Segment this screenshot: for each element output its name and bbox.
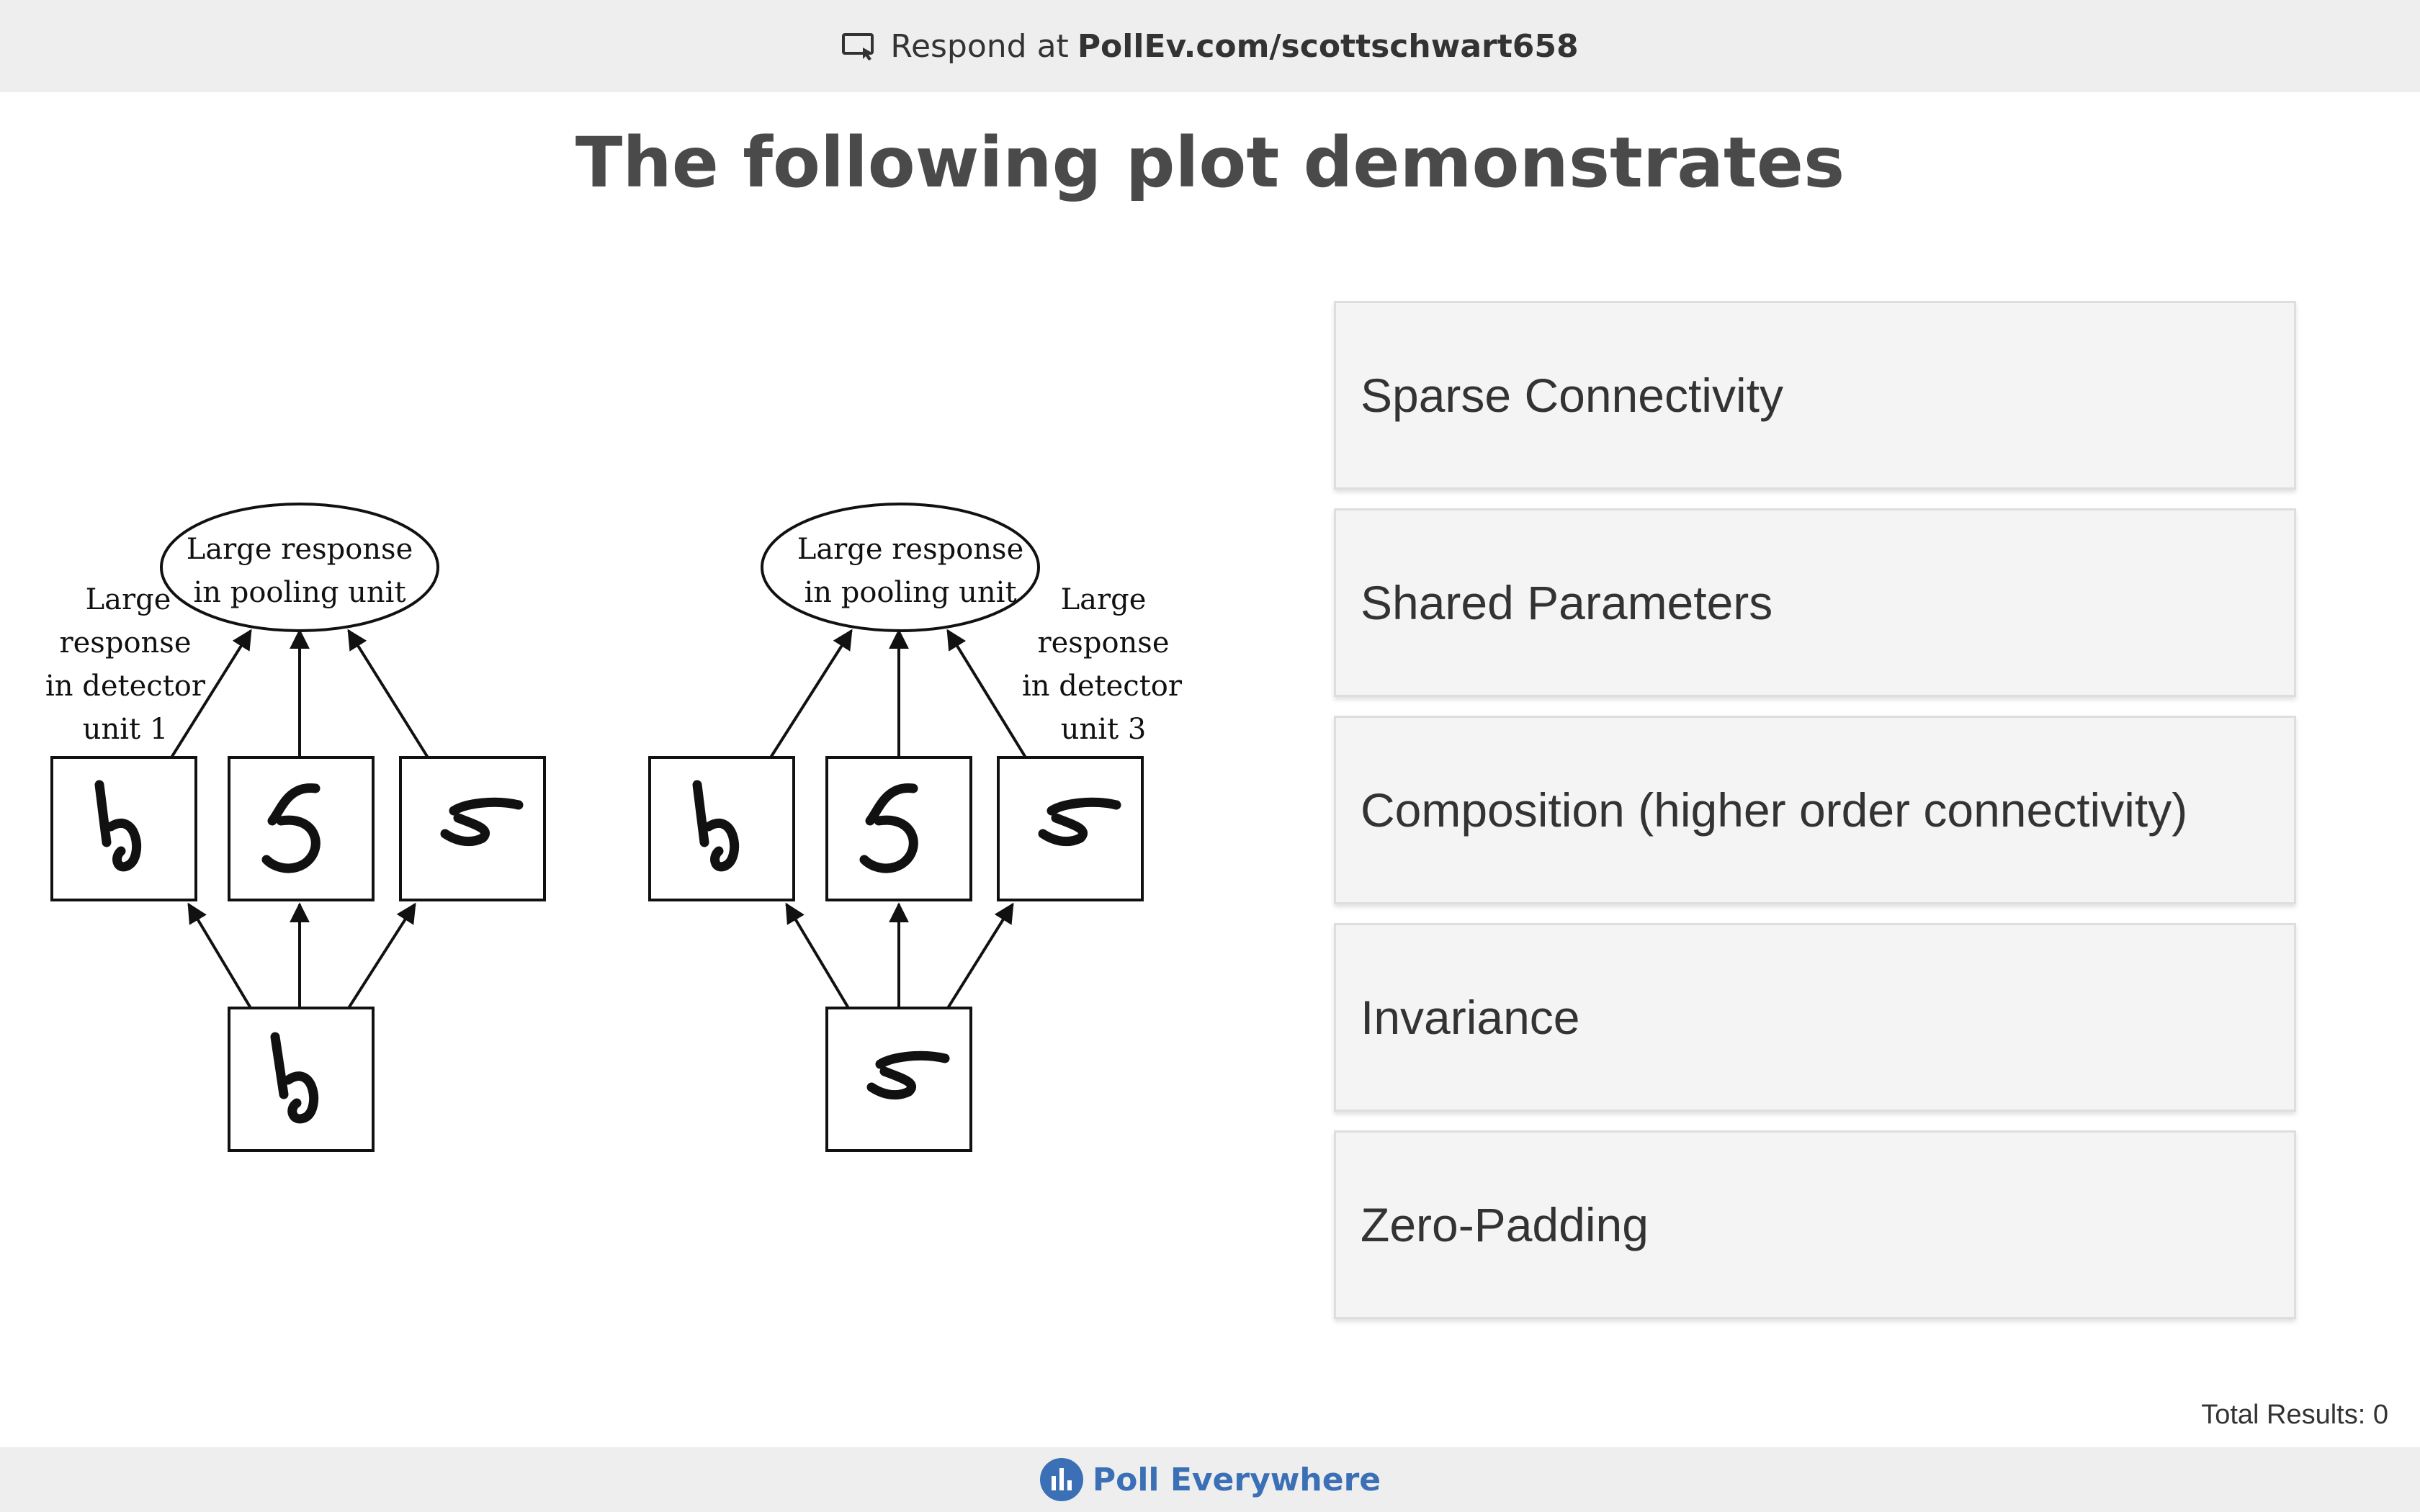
left-pooling-unit (160, 503, 439, 632)
option-label: Shared Parameters (1361, 576, 1773, 629)
right-pooling-group: Large response in pooling unit Large res… (648, 503, 1183, 1152)
option-sparse-connectivity[interactable]: Sparse Connectivity (1334, 301, 2296, 490)
pooling-diagram: Large response in pooling unit Large res… (36, 482, 1203, 1159)
left-detector-label-2: response (60, 626, 192, 660)
left-pooling-group: Large response in pooling unit Large res… (45, 503, 546, 1152)
poll-everywhere-logo-icon (1039, 1457, 1084, 1502)
option-label: Sparse Connectivity (1361, 369, 1783, 422)
left-detector-label-4: unit 1 (83, 713, 169, 746)
right-detector-label-1: Large (1061, 583, 1147, 616)
right-detector-box-1 (648, 756, 795, 901)
option-label: Zero-Padding (1361, 1198, 1649, 1251)
right-detector-label-4: unit 3 (1061, 713, 1147, 746)
left-detector-box-3 (399, 756, 546, 901)
poll-url-link[interactable]: PollEv.com/scottschwart658 (1077, 27, 1579, 65)
answer-options: Sparse Connectivity Shared Parameters Co… (1334, 301, 2296, 1338)
digit-glyph (94, 780, 524, 873)
left-detector-label-1: Large (86, 583, 171, 616)
left-pool-text-2: in pooling unit (193, 576, 405, 609)
left-detector-label-3: in detector (45, 670, 206, 703)
option-invariance[interactable]: Invariance (1334, 923, 2296, 1112)
right-pool-text-1: Large response (797, 533, 1024, 566)
right-detector-label-2: response (1038, 626, 1170, 660)
right-pooling-unit (761, 503, 1040, 632)
brand-link[interactable]: Poll Everywhere (1039, 1457, 1381, 1502)
right-detector-box-3 (997, 756, 1144, 901)
digit-glyph (866, 1050, 950, 1100)
page-title: The following plot demonstrates (575, 122, 1845, 203)
header-bar: Respond at PollEv.com/scottschwart658 (0, 0, 2420, 92)
respond-prefix: Respond at (890, 27, 1069, 65)
left-detector-box-1 (50, 756, 197, 901)
left-pool-text-1: Large response (187, 533, 413, 566)
right-detector-label-3: in detector (1022, 670, 1183, 703)
footer-bar: Poll Everywhere (0, 1447, 2420, 1512)
right-pool-text-2: in pooling unit (804, 576, 1016, 609)
left-detector-box-2 (228, 756, 375, 901)
presentation-screen-icon (841, 32, 877, 60)
option-label: Invariance (1361, 991, 1580, 1044)
total-results: Total Results: 0 (2201, 1400, 2388, 1430)
digit-glyph (692, 780, 1121, 873)
right-detector-box-2 (825, 756, 972, 901)
brand-name: Poll Everywhere (1092, 1461, 1381, 1498)
option-zero-padding[interactable]: Zero-Padding (1334, 1130, 2296, 1319)
digit-glyph (270, 1032, 319, 1124)
option-composition[interactable]: Composition (higher order connectivity) (1334, 716, 2296, 904)
pooling-diagram-svg: Large response in pooling unit Large res… (45, 503, 1183, 1152)
option-shared-parameters[interactable]: Shared Parameters (1334, 508, 2296, 697)
option-label: Composition (higher order connectivity) (1361, 783, 2188, 837)
